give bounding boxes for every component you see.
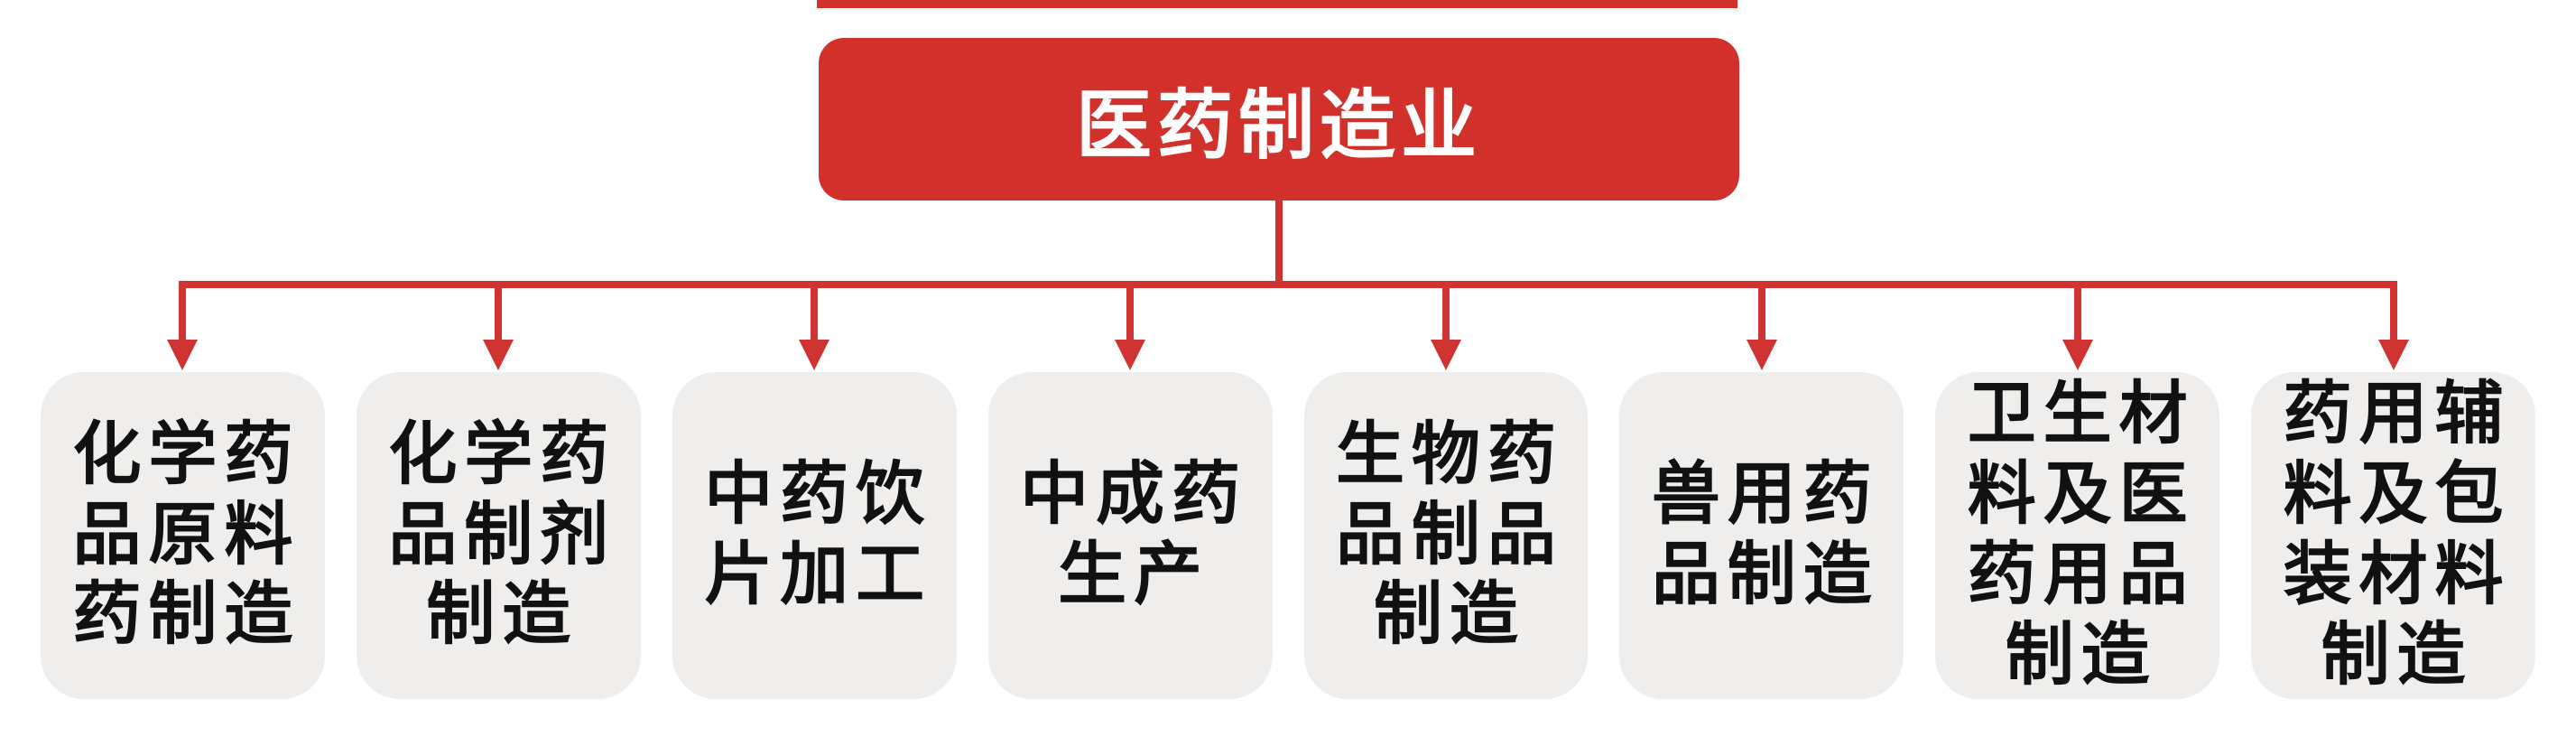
node-chemical-api-manufacturing: 化学药 品原料 药制造 [41, 372, 325, 699]
node-label: 中成药 生产 [1020, 456, 1248, 613]
node-label: 药用辅 料及包 装材料 制造 [2283, 376, 2511, 694]
child-nodes-row: 化学药 品原料 药制造 化学药 品制剂 制造 中药饮 片加工 中成药 生产 生物… [41, 372, 2535, 699]
arrow-down-icon [2378, 340, 2409, 370]
root-node-label: 医药制造业 [1075, 82, 1482, 168]
node-label: 生物药 品制品 制造 [1335, 415, 1563, 654]
node-chemical-preparation-manufacturing: 化学药 品制剂 制造 [356, 372, 641, 699]
drop-connector-4 [1126, 281, 1134, 342]
drop-connector-8 [2390, 281, 2397, 342]
drop-connector-3 [811, 281, 818, 342]
arrow-down-icon [483, 340, 514, 370]
node-biological-products-manufacturing: 生物药 品制品 制造 [1303, 372, 1589, 699]
node-label: 兽用药 品制造 [1651, 456, 1879, 613]
node-label: 卫生材 料及医 药用品 制造 [1967, 376, 2195, 694]
arrow-down-icon [1747, 340, 1777, 370]
cropped-top-red-strip [817, 0, 1737, 8]
node-label: 化学药 品原料 药制造 [72, 415, 301, 654]
arrow-down-icon [1431, 340, 1461, 370]
node-sanitary-materials-medical-supplies: 卫生材 料及医 药用品 制造 [1935, 372, 2220, 699]
node-label: 中药饮 片加工 [704, 456, 932, 613]
horizontal-bus-connector [182, 281, 2395, 288]
node-label: 化学药 品制剂 制造 [388, 415, 616, 654]
drop-connector-6 [1758, 281, 1765, 342]
arrow-down-icon [167, 340, 198, 370]
root-stem-connector [1275, 199, 1283, 285]
drop-connector-1 [179, 281, 186, 342]
node-pharma-excipients-packaging-materials: 药用辅 料及包 装材料 制造 [2251, 372, 2535, 699]
drop-connector-5 [1442, 281, 1450, 342]
arrow-down-icon [799, 340, 829, 370]
node-veterinary-drug-manufacturing: 兽用药 品制造 [1619, 372, 1904, 699]
drop-connector-7 [2074, 281, 2081, 342]
drop-connector-2 [495, 281, 502, 342]
arrow-down-icon [1115, 340, 1145, 370]
arrow-down-icon [2062, 340, 2093, 370]
node-tcm-decoction-pieces-processing: 中药饮 片加工 [672, 372, 957, 699]
node-chinese-patent-medicine-production: 中成药 生产 [987, 372, 1273, 699]
root-node-pharma-manufacturing: 医药制造业 [819, 38, 1739, 201]
